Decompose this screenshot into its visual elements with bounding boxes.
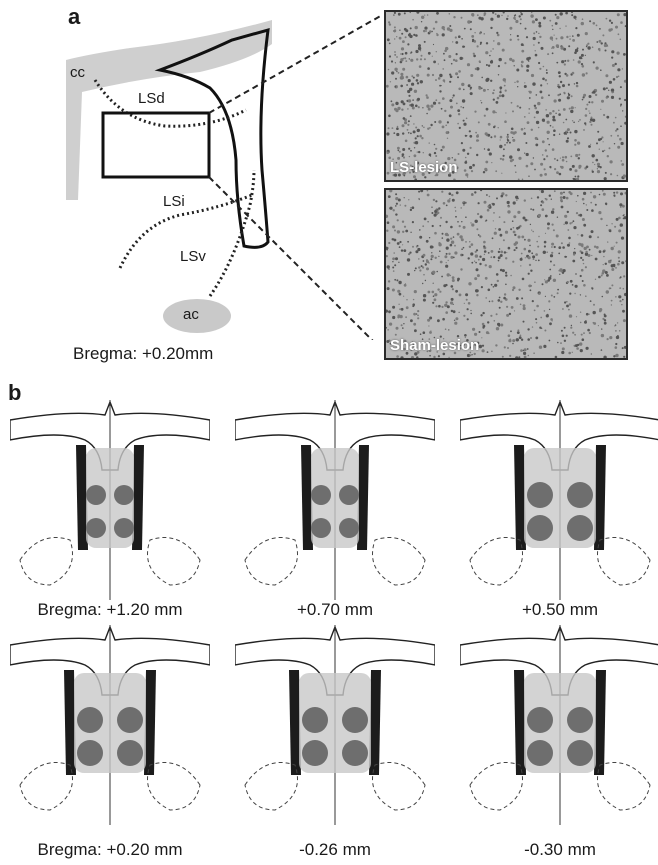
lesion-marker	[117, 740, 143, 766]
micrograph-ls-lesion-label: LS-lesion	[390, 159, 458, 176]
section-5	[235, 625, 435, 825]
section-1-caption: Bregma: +1.20 mm	[10, 600, 210, 620]
corpus-callosum-band	[66, 20, 272, 200]
lesion-marker	[567, 707, 593, 733]
lesion-marker	[339, 518, 359, 538]
lesion-marker	[567, 482, 593, 508]
lesion-marker	[567, 515, 593, 541]
lesion-marker	[567, 740, 593, 766]
panel-a-schematic	[0, 0, 380, 340]
lesion-marker	[114, 518, 134, 538]
label-ac: ac	[183, 306, 199, 323]
micrograph-sham-lesion: Sham-lesion	[384, 188, 628, 360]
lesion-marker	[311, 485, 331, 505]
lsv-boundary	[210, 170, 254, 296]
label-lsv: LSv	[180, 248, 206, 265]
section-6	[460, 625, 658, 825]
lesion-marker	[302, 707, 328, 733]
inset-box	[103, 113, 209, 177]
lesion-marker	[342, 707, 368, 733]
lesion-marker	[117, 707, 143, 733]
lesion-marker	[77, 707, 103, 733]
zoom-line-top	[209, 14, 380, 113]
brain-section-drawing	[460, 625, 658, 825]
panel-a-bregma-caption: Bregma: +0.20mm	[73, 344, 213, 364]
lesion-marker	[311, 518, 331, 538]
section-1	[10, 400, 210, 600]
section-2	[235, 400, 435, 600]
section-4	[10, 625, 210, 825]
lesion-marker	[527, 740, 553, 766]
brain-section-drawing	[460, 400, 658, 600]
section-3-caption: +0.50 mm	[460, 600, 658, 620]
micrograph-sham-lesion-label: Sham-lesion	[390, 337, 479, 354]
section-5-caption: -0.26 mm	[235, 840, 435, 860]
section-6-caption: -0.30 mm	[460, 840, 658, 860]
lesion-marker	[342, 740, 368, 766]
section-3	[460, 400, 658, 600]
section-2-caption: +0.70 mm	[235, 600, 435, 620]
micrograph-ls-lesion: LS-lesion	[384, 10, 628, 182]
lesion-marker	[77, 740, 103, 766]
lsd-boundary	[95, 80, 246, 126]
lesion-marker	[86, 485, 106, 505]
brain-section-drawing	[235, 400, 435, 600]
label-cc: cc	[70, 64, 85, 81]
lesion-marker	[114, 485, 134, 505]
lesion-marker	[527, 515, 553, 541]
brain-section-drawing	[10, 400, 210, 600]
zoom-line-bottom	[209, 177, 380, 340]
section-4-caption: Bregma: +0.20 mm	[10, 840, 210, 860]
lesion-marker	[302, 740, 328, 766]
brain-section-drawing	[10, 625, 210, 825]
brain-section-drawing	[235, 625, 435, 825]
lesion-marker	[527, 707, 553, 733]
lesion-marker	[339, 485, 359, 505]
label-lsi: LSi	[163, 193, 185, 210]
lesion-marker	[86, 518, 106, 538]
lesion-marker	[527, 482, 553, 508]
label-lsd: LSd	[138, 90, 165, 107]
